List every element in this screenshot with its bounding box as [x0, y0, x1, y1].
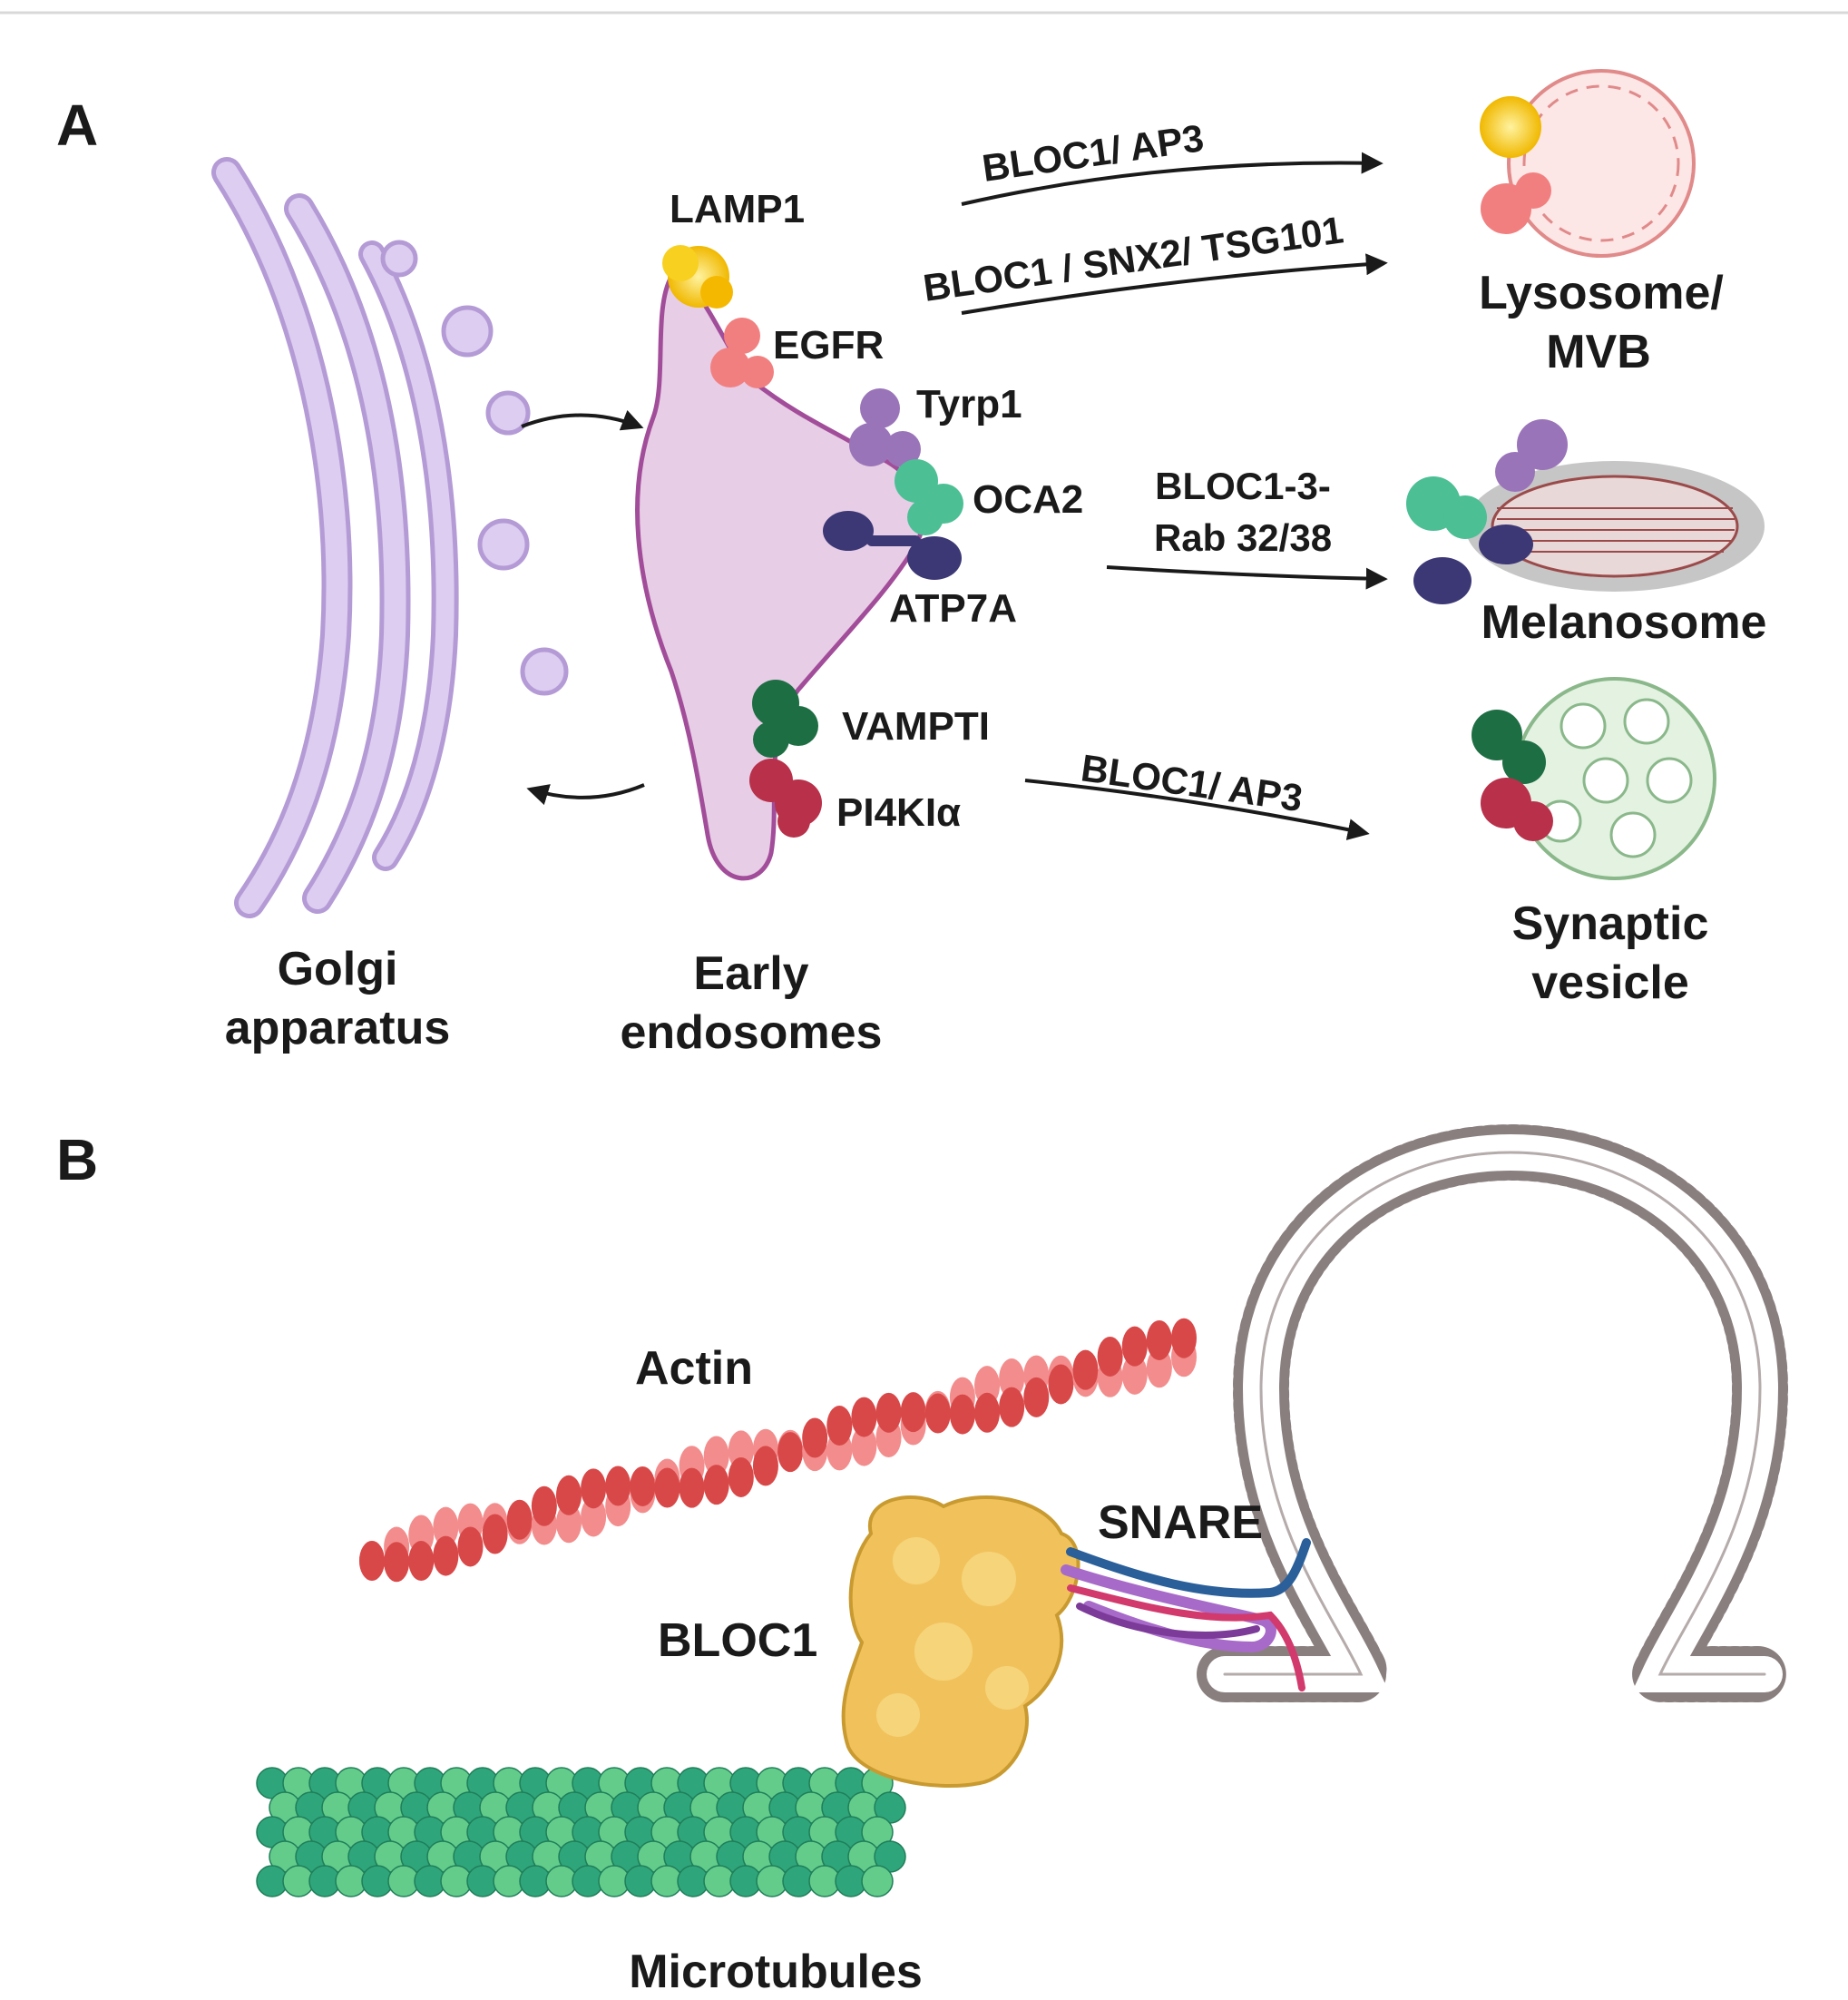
pathway-label-3b: Rab 32/38 — [1154, 516, 1332, 559]
actin-subunit — [408, 1541, 435, 1582]
bloc1-label: BLOC1 — [658, 1614, 817, 1667]
endosome-label-1: Early — [693, 947, 808, 1000]
actin-subunit — [630, 1466, 656, 1506]
tyrp1-label: Tyrp1 — [916, 382, 1022, 426]
snare-label: SNARE — [1098, 1496, 1263, 1549]
actin-subunit — [777, 1432, 804, 1473]
actin-subunit — [654, 1467, 680, 1508]
pathway-arrow-1 — [961, 152, 1384, 206]
golgi-apparatus — [211, 157, 459, 918]
golgi-label-1: Golgi — [278, 943, 398, 995]
vampti-label: VAMPTI — [842, 704, 990, 749]
actin-subunit — [703, 1465, 729, 1505]
panel-label-b: B — [56, 1127, 98, 1192]
pathway-label-3a: BLOC1-3- — [1155, 465, 1331, 507]
melanosome — [1406, 419, 1765, 604]
panel-label-a: A — [56, 93, 98, 158]
golgi-label-2: apparatus — [225, 1002, 451, 1054]
synaptic-label-2: vesicle — [1531, 956, 1689, 1009]
lamp1-protein — [662, 245, 733, 309]
endosome-label-2: endosomes — [621, 1006, 883, 1059]
actin-filament — [359, 1318, 1197, 1583]
actin-subunit — [999, 1358, 1025, 1399]
actin-subunit — [974, 1392, 1001, 1433]
actin-subunit — [851, 1397, 877, 1437]
actin-subunit — [703, 1436, 729, 1476]
lysosome-label-1: Lysosome/ — [1479, 267, 1724, 319]
actin-subunit — [555, 1475, 582, 1515]
actin-subunit — [900, 1392, 926, 1433]
oca2-protein — [895, 459, 963, 535]
egfr-label: EGFR — [773, 323, 884, 368]
actin-label: Actin — [635, 1342, 753, 1395]
actin-subunit — [531, 1485, 557, 1526]
actin-subunit — [949, 1394, 975, 1435]
actin-subunit — [433, 1535, 459, 1576]
lamp1-label: LAMP1 — [670, 187, 805, 231]
actin-subunit — [924, 1393, 951, 1434]
actin-subunit — [1023, 1377, 1050, 1417]
actin-subunit — [752, 1446, 778, 1486]
atp7a-label: ATP7A — [889, 586, 1017, 631]
pathway-arrow-3 — [1106, 565, 1388, 590]
egfr-protein — [710, 318, 774, 388]
actin-subunit — [1146, 1319, 1172, 1360]
lysosome — [1480, 69, 1696, 258]
actin-subunit — [999, 1387, 1025, 1427]
omega-membrane — [1197, 1123, 1793, 1702]
actin-subunit — [1171, 1318, 1197, 1358]
pathway-label-4: BLOC1/ AP3 — [1079, 746, 1305, 819]
microtubule-subunit — [861, 1865, 894, 1897]
actin-subunit — [851, 1426, 877, 1466]
actin-subunit — [457, 1526, 484, 1567]
pi4k-label: PI4KIα — [836, 790, 961, 835]
actin-subunit — [605, 1466, 631, 1506]
oca2-label: OCA2 — [973, 477, 1083, 522]
actin-subunit — [1097, 1336, 1123, 1377]
actin-subunit — [802, 1417, 828, 1458]
bloc1-complex — [841, 1495, 1080, 1789]
actin-subunit — [384, 1542, 410, 1583]
atp7a-protein — [823, 511, 962, 580]
actin-subunit — [728, 1456, 754, 1497]
golgi-vesicles — [380, 240, 569, 696]
actin-subunit — [482, 1514, 508, 1554]
lysosome-label-2: MVB — [1546, 326, 1651, 378]
snare-complex — [1061, 1538, 1311, 1691]
arrow-endosome-to-golgi — [526, 783, 645, 806]
microtubules — [256, 1767, 906, 1897]
actin-subunit — [1121, 1326, 1148, 1367]
actin-subunit — [826, 1406, 853, 1446]
pi4k-protein — [749, 759, 822, 838]
melanosome-label: Melanosome — [1481, 596, 1767, 649]
actin-subunit — [1072, 1349, 1099, 1390]
actin-subunit — [1048, 1364, 1074, 1405]
synaptic-vesicle — [1472, 677, 1716, 880]
actin-subunit — [1121, 1354, 1148, 1395]
pathway-arrow-2 — [961, 253, 1388, 315]
actin-subunit — [581, 1496, 607, 1537]
actin-subunit — [875, 1392, 902, 1433]
vampti-protein — [752, 680, 818, 758]
actin-subunit — [1146, 1348, 1172, 1388]
arrow-golgi-to-endosome — [521, 409, 644, 431]
actin-subunit — [581, 1468, 607, 1509]
actin-subunit — [433, 1506, 459, 1547]
pathway-arrow-4 — [1024, 779, 1370, 840]
tyrp1-protein — [849, 388, 921, 467]
actin-subunit — [555, 1503, 582, 1544]
microtubules-label: Microtubules — [629, 1946, 923, 1998]
actin-subunit — [359, 1541, 385, 1581]
actin-subunit — [506, 1499, 533, 1540]
pathway-label-2: BLOC1 / SNX2/ TSG101 — [921, 208, 1346, 309]
actin-subunit — [679, 1467, 705, 1508]
synaptic-label-1: Synaptic — [1512, 897, 1709, 950]
